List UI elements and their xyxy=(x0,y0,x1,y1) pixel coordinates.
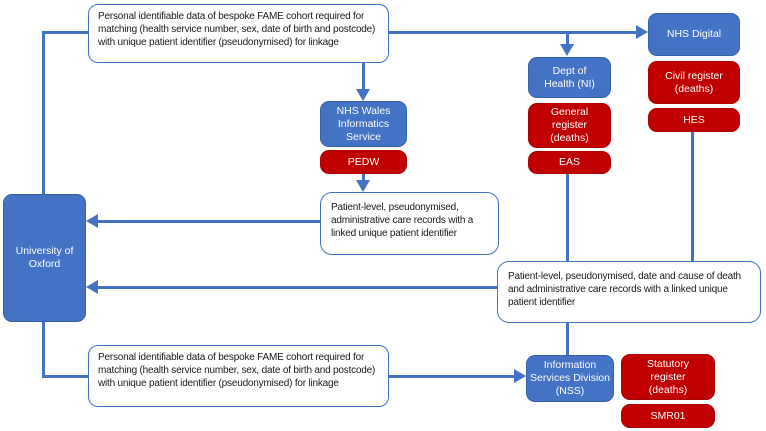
dataset-box-eas: EAS xyxy=(528,151,611,174)
connector-oxford-infobottom-v xyxy=(42,322,45,378)
org-box-isd-nss-label: Information Services Division (NSS) xyxy=(530,359,610,397)
dataset-box-general-register-label: General register (deaths) xyxy=(550,106,589,144)
dataset-box-smr01-label: SMR01 xyxy=(650,409,686,422)
org-box-university-of-oxford: University of Oxford xyxy=(3,194,86,322)
org-box-information-services-division: Information Services Division (NSS) xyxy=(526,355,614,402)
connector-infobottom-isd-line xyxy=(389,375,514,378)
info-box-patient-death-records-text: Patient-level, pseudonymised, date and c… xyxy=(508,271,741,308)
arrowhead-to-patient-admin xyxy=(356,180,370,192)
dataset-box-pedw: PEDW xyxy=(320,150,407,174)
info-box-personal-data-bottom: Personal identifiable data of bespoke FA… xyxy=(88,345,389,407)
dataset-box-hes: HES xyxy=(648,108,740,132)
dataset-box-statutory-register: Statutory register (deaths) xyxy=(621,354,715,400)
info-box-personal-data-top-text: Personal identifiable data of bespoke FA… xyxy=(98,11,376,48)
arrowhead-to-isd-nss xyxy=(514,369,526,383)
connector-pedw-patientadmin-line xyxy=(362,174,365,182)
connector-hes-patientdeath-line xyxy=(691,132,694,261)
info-box-personal-data-bottom-text: Personal identifiable data of bespoke FA… xyxy=(98,352,376,389)
org-box-oxford-label: University of Oxford xyxy=(15,245,74,270)
info-box-patient-death-records: Patient-level, pseudonymised, date and c… xyxy=(497,261,761,323)
org-box-nwis-label: NHS Wales Informatics Service xyxy=(336,104,391,143)
dataset-box-statutory-register-label: Statutory register (deaths) xyxy=(646,357,690,396)
info-box-patient-admin-records-text: Patient-level, pseudonymised, administra… xyxy=(331,202,474,239)
connector-eas-patientdeath-line xyxy=(566,174,569,261)
connector-patientdeath-isd-line xyxy=(566,323,569,355)
dataset-box-civil-register-label: Civil register (deaths) xyxy=(665,69,723,95)
arrowhead-to-oxford-lower xyxy=(86,280,98,294)
connector-oxford-infobottom-h xyxy=(42,375,88,378)
dataset-box-eas-label: EAS xyxy=(558,156,580,168)
connector-infotop-nwis-line xyxy=(362,63,365,90)
dataset-box-hes-label: HES xyxy=(683,113,705,126)
arrowhead-to-nwis xyxy=(356,89,370,101)
org-box-nhs-wales-informatics-service: NHS Wales Informatics Service xyxy=(320,101,407,147)
arrowhead-to-oxford-upper xyxy=(86,214,98,228)
connector-branch-depthealth-line xyxy=(566,31,569,45)
arrowhead-to-nhs-digital xyxy=(636,25,648,39)
dataset-box-pedw-label: PEDW xyxy=(347,155,380,168)
org-box-dept-health-ni-label: Dept of Health (NI) xyxy=(544,64,595,90)
connector-infotop-oxford-h xyxy=(42,31,88,34)
dataset-box-civil-register: Civil register (deaths) xyxy=(648,61,740,104)
org-box-nhs-digital: NHS Digital xyxy=(648,13,740,56)
connector-infotop-oxford-v xyxy=(42,31,45,194)
connector-infotop-nhsdigital-line xyxy=(389,31,636,34)
arrowhead-to-dept-health xyxy=(560,44,574,56)
dataset-box-general-register: General register (deaths) xyxy=(528,103,611,148)
org-box-nhs-digital-label: NHS Digital xyxy=(666,28,722,40)
info-box-patient-admin-records: Patient-level, pseudonymised, administra… xyxy=(320,192,499,255)
dataset-box-smr01: SMR01 xyxy=(621,404,715,428)
connector-patientadmin-oxford-line xyxy=(97,220,320,223)
info-box-personal-data-top: Personal identifiable data of bespoke FA… xyxy=(88,4,389,63)
org-box-dept-health-ni: Dept of Health (NI) xyxy=(528,57,611,98)
connector-patientdeath-oxford-line xyxy=(97,286,497,289)
